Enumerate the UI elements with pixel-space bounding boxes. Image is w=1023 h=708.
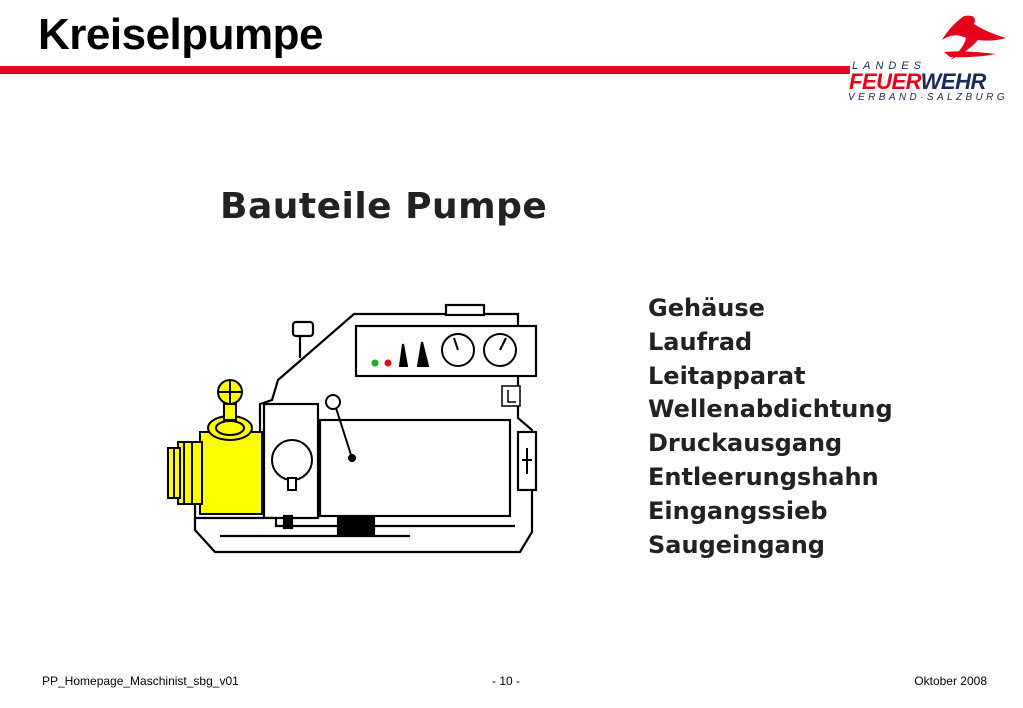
logo-feuer-text: FEUER [849,69,921,94]
list-item: Laufrad [648,327,753,356]
list-item: Gehäuse [648,294,765,322]
list-item: Saugeingang [648,530,825,559]
list-item: Leitapparat [648,361,806,390]
list-item: Druckausgang [648,429,843,458]
drain-lever [325,394,356,462]
indicator-red-icon [384,359,392,367]
logo-feuerwehr-text: FEUERWEHR [849,69,986,95]
footer-page-number: - 10 - [492,674,521,688]
list-item: Entleerungshahn [648,462,879,491]
suction-inlet [167,379,263,515]
inlet-strainer [271,439,313,491]
logo-wing-icon [942,15,1006,61]
title-underline [0,66,850,74]
warning-symbol-icon [501,385,521,407]
pump-housing [193,303,538,554]
footer-date: Oktober 2008 [914,674,987,688]
pump-diagram [167,303,538,554]
logo-landes-text: LANDES [852,60,927,72]
footer-filename: PP_Homepage_Maschinist_sbg_v01 [42,674,239,688]
parts-list: Gehäuse Laufrad Leitapparat Wellenabdich… [648,292,893,562]
list-item: Eingangssieb [648,496,828,525]
pressure-gauges [398,333,517,367]
list-item: Wellenabdichtung [648,395,893,424]
slide-title: Kreiselpumpe [38,10,323,59]
indicator-green-icon [371,359,379,367]
feuerwehr-logo: LANDES FEUERWEHR VERBAND·SALZBURG [846,10,1016,103]
figure-heading: Bauteile Pumpe [220,186,548,227]
logo-wehr-text: WEHR [920,69,987,94]
logo-verband-text: VERBAND·SALZBURG [848,92,1008,103]
